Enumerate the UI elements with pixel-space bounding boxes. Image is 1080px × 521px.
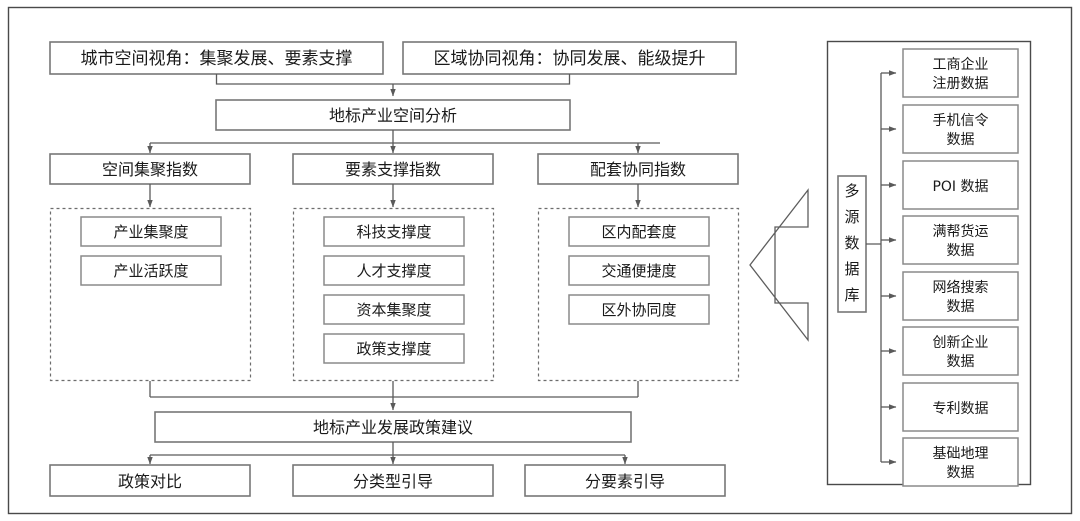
- src-line-7-0: 基础地理: [933, 445, 989, 462]
- sub-label-2-1: 交通便捷度: [601, 262, 676, 280]
- index-label-2: 配套协同指数: [590, 160, 686, 179]
- db-char-4: 库: [844, 286, 859, 304]
- src-line-3-0: 满帮货运: [933, 223, 989, 240]
- src-line-5-1: 数据: [947, 354, 975, 370]
- outcome-box-by-type-guidance: 分类型引导: [292, 464, 494, 497]
- sub-label-1-1: 人才支撑度: [356, 262, 431, 280]
- sub-label-0-1: 产业活跃度: [113, 262, 188, 280]
- src-line-2-0: POI 数据: [932, 179, 988, 195]
- analysis-node-label: 地标产业空间分析: [329, 106, 457, 125]
- src-line-0-1: 注册数据: [933, 76, 989, 92]
- sub-box-industry-activity: 产业活跃度: [80, 255, 222, 286]
- index-box-spatial-agglomeration: 空间集聚指数: [49, 153, 251, 185]
- data-source-box-basic-geographic: 基础地理 数据: [902, 437, 1019, 487]
- data-source-box-patent: 专利数据: [902, 382, 1019, 432]
- index-label-0: 空间集聚指数: [102, 160, 198, 179]
- perspective-box-urban-spatial: 城市空间视角：集聚发展、要素支撑: [49, 41, 384, 75]
- index-label-1: 要素支撑指数: [345, 160, 441, 179]
- connector-perspectives-to-analysis: [215, 74, 571, 97]
- outcome-box-by-factor-guidance: 分要素引导: [524, 464, 726, 497]
- sub-label-1-2: 资本集聚度: [356, 301, 431, 319]
- sub-box-industry-agglomeration: 产业集聚度: [80, 216, 222, 247]
- index-box-supporting-coordination: 配套协同指数: [537, 153, 739, 185]
- connector-policy-to-outcomes: [147, 442, 628, 465]
- db-char-0: 多: [844, 182, 859, 200]
- analysis-node-box: 地标产业空间分析: [215, 99, 571, 131]
- src-line-0-0: 工商企业: [933, 56, 989, 73]
- data-branch-connectors: [866, 70, 897, 465]
- sub-label-0-0: 产业集聚度: [113, 223, 188, 241]
- outcome-box-policy-comparison: 政策对比: [49, 464, 251, 497]
- sub-box-transport-convenience: 交通便捷度: [568, 255, 710, 286]
- sub-box-extra-zone-coordination: 区外协同度: [568, 294, 710, 325]
- data-source-box-business-registration: 工商企业 注册数据: [902, 48, 1019, 98]
- sub-box-capital-agglomeration: 资本集聚度: [323, 294, 465, 325]
- policy-node-box: 地标产业发展政策建议: [154, 411, 632, 443]
- src-line-4-0: 网络搜索: [933, 279, 989, 296]
- data-feed-arrow-outline: [749, 188, 809, 342]
- src-line-5-0: 创新企业: [933, 334, 989, 351]
- src-line-1-1: 数据: [947, 132, 975, 148]
- policy-node-label: 地标产业发展政策建议: [313, 418, 473, 437]
- src-line-1-0: 手机信令: [933, 113, 989, 129]
- outer-frame: [7, 6, 1073, 515]
- perspective-label-0: 城市空间视角：集聚发展、要素支撑: [81, 49, 353, 69]
- sub-label-1-3: 政策支撑度: [356, 340, 431, 358]
- sub-box-talent-support: 人才支撑度: [323, 255, 465, 286]
- connector-groups-to-policy: [149, 381, 639, 411]
- src-line-4-1: 数据: [947, 299, 975, 315]
- data-source-box-poi: POI 数据: [902, 160, 1019, 210]
- data-source-box-innovative-enterprise: 创新企业 数据: [902, 326, 1019, 376]
- sub-box-policy-support: 政策支撑度: [323, 333, 465, 364]
- sub-box-intra-zone-supporting: 区内配套度: [568, 216, 710, 247]
- connector-analysis-to-indices: [147, 130, 660, 154]
- perspective-box-regional-coordination: 区域协同视角：协同发展、能级提升: [402, 41, 737, 75]
- data-source-box-manbang-freight: 满帮货运 数据: [902, 215, 1019, 265]
- outcome-label-2: 分要素引导: [585, 472, 665, 491]
- data-source-box-mobile-signaling: 手机信令 数据: [902, 104, 1019, 154]
- outcome-label-0: 政策对比: [118, 472, 182, 491]
- src-line-3-1: 数据: [947, 243, 975, 259]
- db-char-2: 数: [844, 234, 859, 252]
- multi-source-database-box: 多 源 数 据 库: [837, 175, 867, 313]
- index-box-factor-support: 要素支撑指数: [292, 153, 494, 185]
- perspective-label-1: 区域协同视角：协同发展、能级提升: [434, 49, 706, 69]
- sub-label-1-0: 科技支撑度: [356, 223, 431, 241]
- db-char-3: 据: [844, 260, 859, 278]
- sub-label-2-0: 区内配套度: [601, 223, 676, 241]
- src-line-6-0: 专利数据: [933, 401, 989, 417]
- outcome-label-1: 分类型引导: [353, 472, 433, 491]
- db-char-1: 源: [844, 208, 859, 226]
- sub-label-2-2: 区外协同度: [601, 301, 676, 319]
- sub-box-tech-support: 科技支撑度: [323, 216, 465, 247]
- data-source-box-web-search: 网络搜索 数据: [902, 271, 1019, 321]
- src-line-7-1: 数据: [947, 465, 975, 481]
